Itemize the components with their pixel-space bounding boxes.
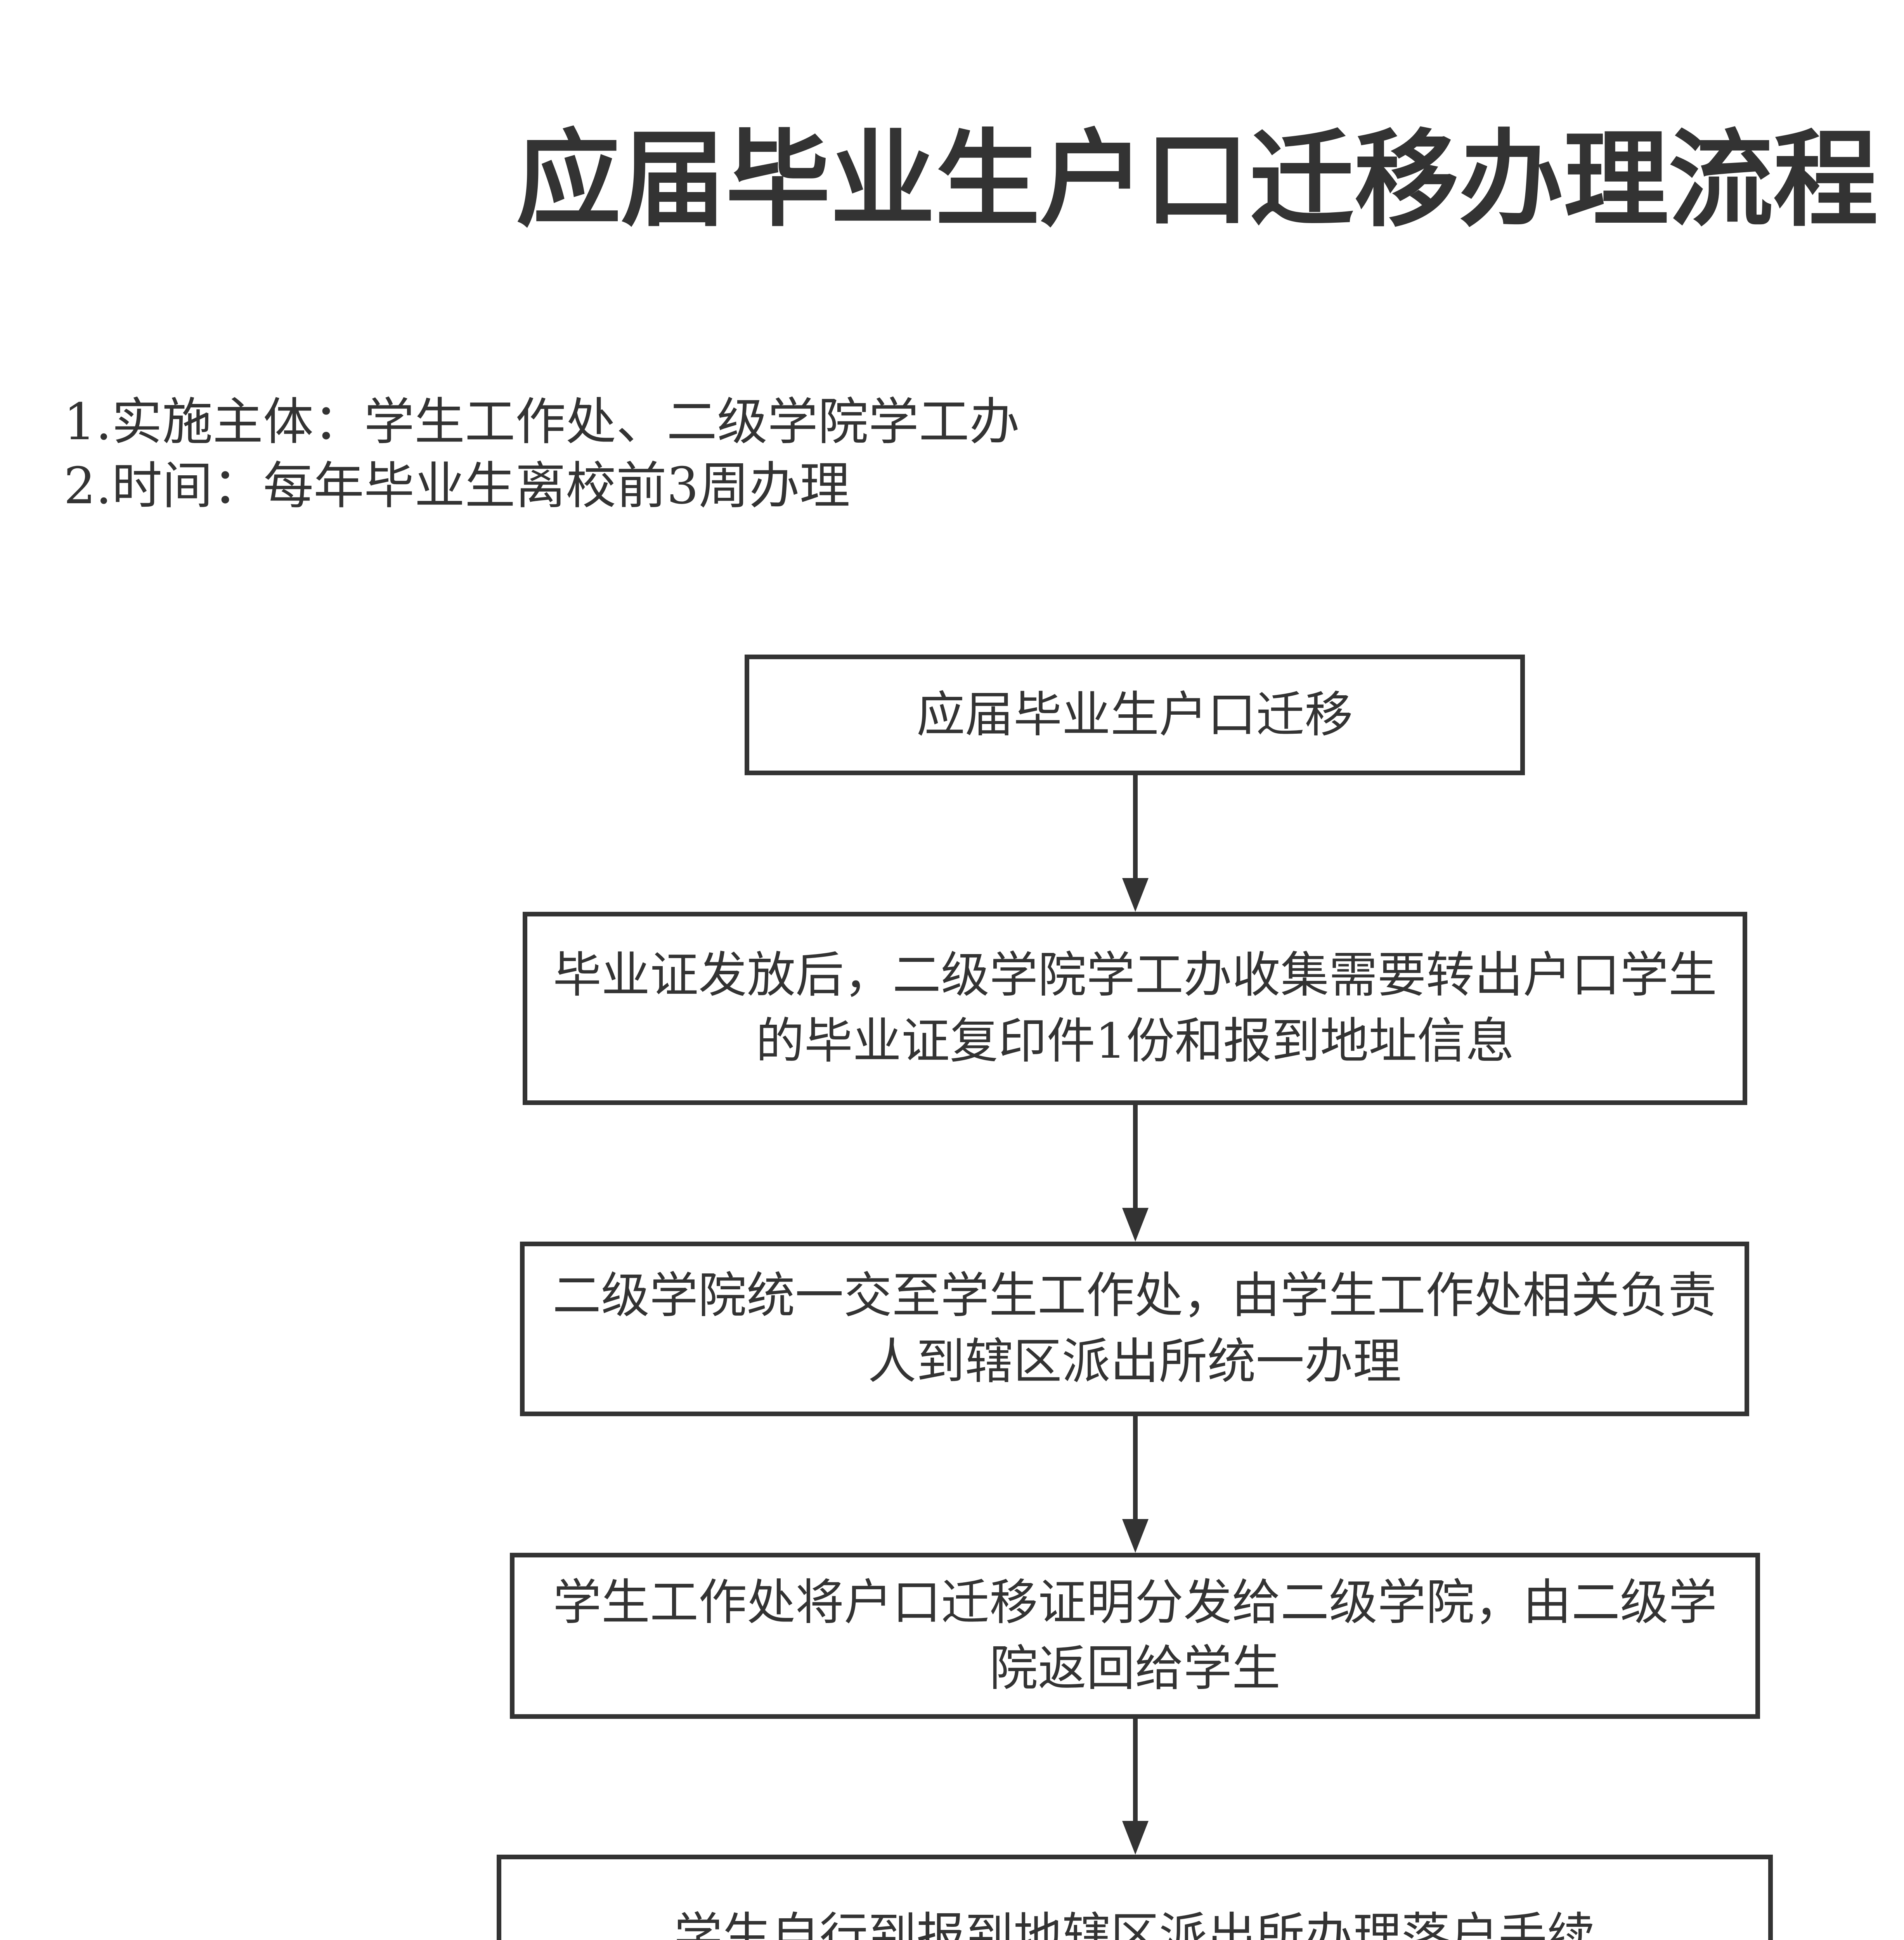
arrowhead-down-icon bbox=[1122, 1821, 1149, 1855]
arrow-line bbox=[1133, 1105, 1138, 1208]
arrowhead-down-icon bbox=[1122, 1208, 1149, 1242]
flow-node-start-line-1: 应届毕业生户口迁移 bbox=[916, 686, 1353, 743]
flow-node-collect: 毕业证发放后，二级学院学工办收集需要转出户口学生 的毕业证复印件1份和报到地址信… bbox=[523, 912, 1747, 1105]
flow-node-submit: 二级学院统一交至学生工作处，由学生工作处相关负责 人到辖区派出所统一办理 bbox=[520, 1242, 1749, 1416]
flow-node-distribute: 学生工作处将户口迁移证明分发给二级学院，由二级学 院返回给学生 bbox=[510, 1553, 1760, 1719]
flow-node-start: 应届毕业生户口迁移 bbox=[745, 655, 1525, 775]
arrow-line bbox=[1133, 1416, 1138, 1519]
flow-node-settle: 学生自行到报到地辖区派出所办理落户手续 bbox=[497, 1855, 1773, 1940]
flow-node-distribute-line-2: 院返回给学生 bbox=[989, 1640, 1280, 1697]
flow-node-settle-line-1: 学生自行到报到地辖区派出所办理落户手续 bbox=[674, 1908, 1596, 1940]
note-implementing-body: 1.实施主体：学生工作处、二级学院学工办 bbox=[64, 392, 1020, 451]
flow-node-submit-line-2: 人到辖区派出所统一办理 bbox=[868, 1334, 1402, 1390]
flow-arrow-1 bbox=[1122, 775, 1149, 912]
note-time: 2.时间：每年毕业生离校前3周办理 bbox=[64, 456, 850, 515]
flow-node-collect-line-1: 毕业证发放后，二级学院学工办收集需要转出户口学生 bbox=[553, 947, 1717, 1003]
flow-node-submit-line-1: 二级学院统一交至学生工作处，由学生工作处相关负责 bbox=[553, 1268, 1717, 1324]
flow-arrow-2 bbox=[1122, 1105, 1149, 1242]
arrow-line bbox=[1133, 775, 1138, 878]
page-title: 应届毕业生户口迁移办理流程 bbox=[516, 118, 1878, 241]
flow-node-collect-line-2: 的毕业证复印件1份和报到地址信息 bbox=[755, 1013, 1514, 1069]
arrowhead-down-icon bbox=[1122, 1519, 1149, 1553]
flow-node-distribute-line-1: 学生工作处将户口迁移证明分发给二级学院，由二级学 bbox=[553, 1575, 1717, 1631]
arrowhead-down-icon bbox=[1122, 878, 1149, 912]
arrow-line bbox=[1133, 1719, 1138, 1821]
flow-arrow-4 bbox=[1122, 1719, 1149, 1855]
flow-arrow-3 bbox=[1122, 1416, 1149, 1553]
notes-block: 1.实施主体：学生工作处、二级学院学工办 2.时间：每年毕业生离校前3周办理 bbox=[64, 390, 1020, 518]
